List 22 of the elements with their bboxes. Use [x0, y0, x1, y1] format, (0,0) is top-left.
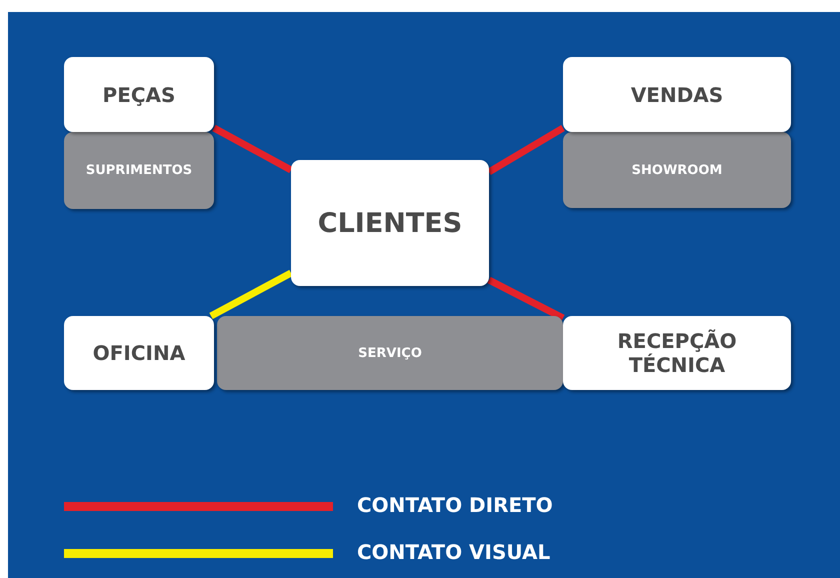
label-box	[563, 57, 791, 132]
legend-label: CONTATO DIRETO	[357, 493, 553, 517]
node-label: OFICINA	[92, 341, 186, 365]
label-box	[64, 316, 214, 390]
node-label: SERVIÇO	[357, 346, 423, 360]
connector-line	[209, 270, 293, 320]
node-label: CLIENTES	[316, 208, 464, 238]
label-box	[64, 57, 214, 132]
legend-label: CONTATO VISUAL	[357, 540, 550, 564]
node-label: VENDAS	[630, 82, 724, 106]
connector-line	[487, 276, 565, 322]
node-label: RECEPÇÃO TÉCNICA	[616, 329, 738, 377]
label-box	[291, 160, 489, 286]
connector-line	[212, 124, 293, 174]
category-box	[563, 132, 791, 208]
category-box	[217, 316, 563, 390]
node-label: SHOWROOM	[630, 162, 724, 178]
connector-line	[487, 125, 565, 175]
node-label: PEÇAS	[102, 82, 176, 106]
category-box	[64, 132, 214, 209]
node-label: SUPRIMENTOS	[84, 163, 194, 178]
label-box	[563, 316, 791, 390]
